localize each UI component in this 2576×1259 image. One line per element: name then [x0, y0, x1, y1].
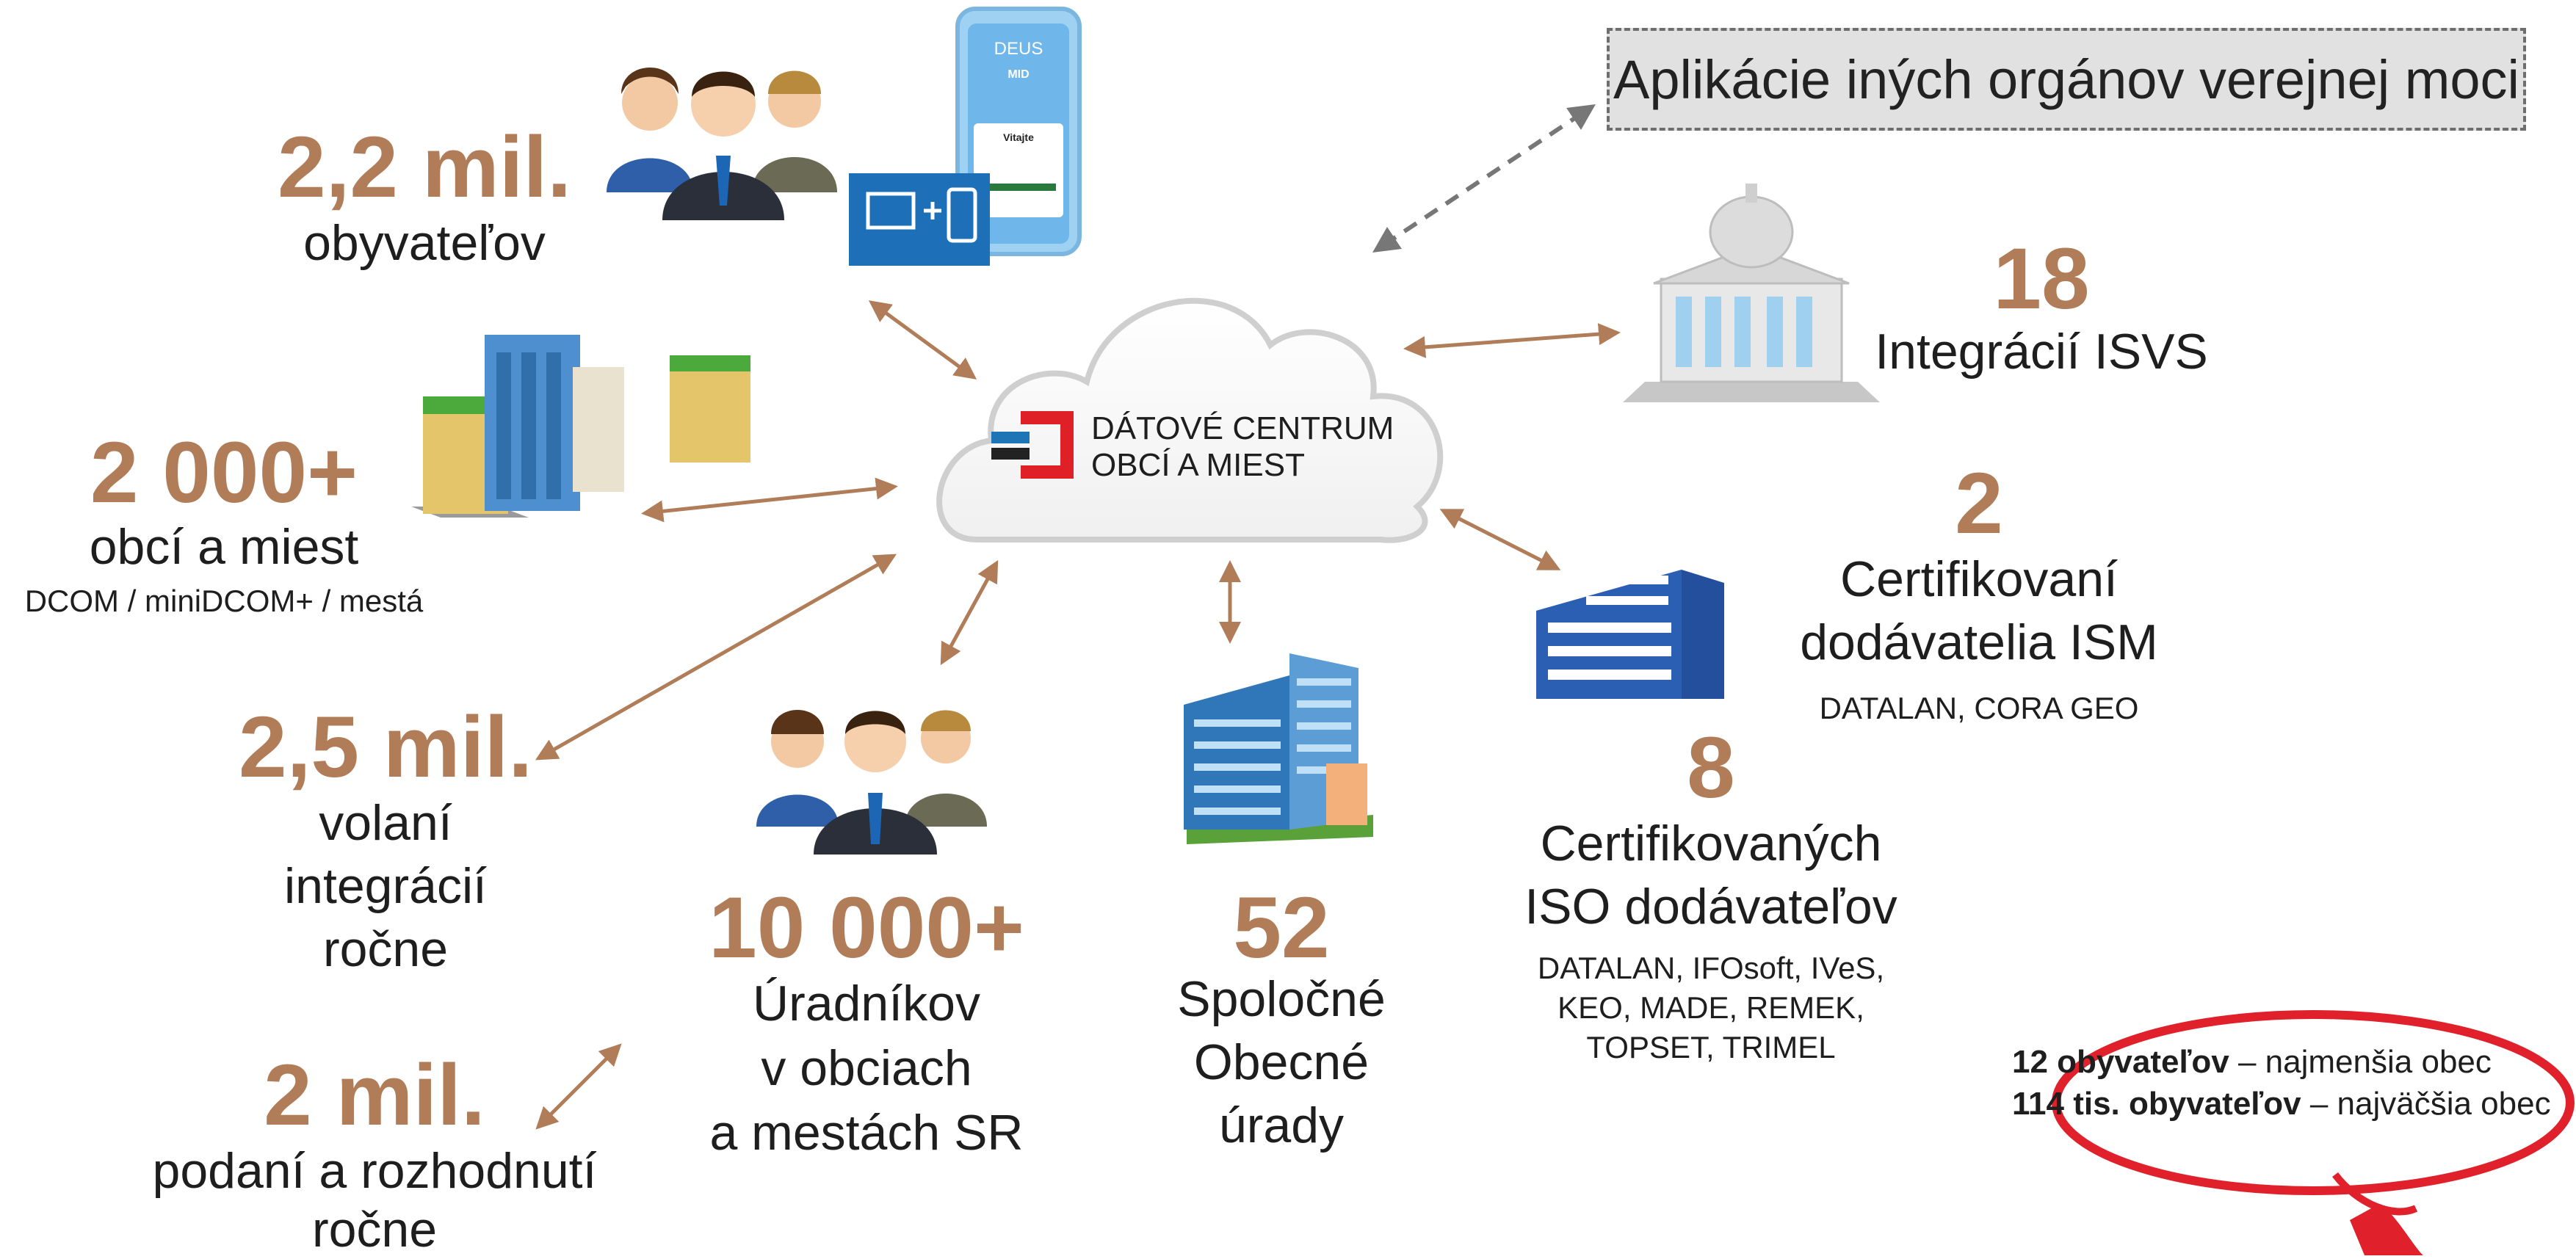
ism-suppliers-label-1: Certifikovaní [1840, 551, 2118, 607]
submissions-value: 2 mil. [264, 1047, 485, 1144]
officials-group-icon [756, 710, 987, 855]
callout-line-2: 114 tis. obyvateľov – najväčšia obec [2012, 1083, 2570, 1125]
other-apps-box: Aplikácie iných orgánov verejnej moci [1607, 28, 2526, 131]
municipalities-value: 2 000+ [90, 424, 358, 521]
submissions-label-2: ročne [311, 1202, 438, 1258]
phone-greeting: Vitajte [1003, 131, 1034, 143]
callout-highlight-circle [2052, 1010, 2575, 1255]
municipalities-label: obcí a miest [89, 519, 359, 575]
officials-value: 10 000+ [709, 879, 1024, 976]
iso-suppliers-label-2: ISO dodávateľov [1524, 879, 1897, 935]
cloud-shape [936, 297, 1444, 543]
apartment-buildings-icon [411, 335, 750, 518]
residents-label: obyvateľov [303, 215, 546, 271]
integrations-label: Integrácií ISVS [1875, 324, 2208, 380]
ism-suppliers-value: 2 [1955, 455, 2003, 552]
population-callout: 12 obyvateľov – najmenšia obec 114 tis. … [2012, 1041, 2570, 1125]
office-building-icon [1184, 653, 1373, 844]
supplier-buildings-icon [1536, 570, 1724, 699]
residents-value: 2,2 mil. [278, 119, 572, 216]
calls-label-3: ročne [322, 921, 449, 977]
phone-sub: MID [1007, 68, 1029, 81]
iso-suppliers-sub-3: TOPSET, TRIMEL [1586, 1030, 1836, 1064]
callout-largest-text: – najväčšia obec [2301, 1086, 2551, 1122]
center-title-line2: OBCÍ A MIEST [1091, 447, 1305, 483]
officials-label-2: v obciach [761, 1040, 972, 1096]
callout-smallest-bold: 12 obyvateľov [2012, 1044, 2229, 1080]
center-title-line1: DÁTOVÉ CENTRUM [1091, 410, 1394, 446]
calls-label-1: volaní [319, 795, 452, 851]
iso-suppliers-value: 8 [1687, 719, 1735, 816]
callout-largest-bold: 114 tis. obyvateľov [2012, 1086, 2301, 1122]
dashed-arrow-other-apps [1372, 104, 1596, 253]
iso-suppliers-sub-2: KEO, MADE, REMEK, [1557, 990, 1864, 1025]
officials-label-1: Úradníkov [753, 976, 980, 1031]
officials-label-3: a mestách SR [709, 1105, 1024, 1161]
callout-smallest-text: – najmenšia obec [2229, 1044, 2492, 1080]
people-group-icon [607, 68, 837, 220]
iso-suppliers-sub-1: DATALAN, IFOsoft, IVeS, [1537, 951, 1885, 985]
datove-centrum-logo-icon [991, 411, 1074, 479]
integrations-value: 18 [1993, 231, 2090, 327]
connection-arrows [535, 300, 1621, 1130]
offices-label-3: úrady [1218, 1097, 1345, 1153]
calls-label-2: integrácií [284, 858, 487, 914]
offices-value: 52 [1233, 879, 1330, 976]
ism-suppliers-sub: DATALAN, CORA GEO [1819, 691, 2139, 725]
phone-brand: DEUS [994, 39, 1043, 59]
offices-label-2: Obecné [1193, 1034, 1370, 1090]
offices-label-1: Spoločné [1177, 971, 1386, 1027]
calls-value: 2,5 mil. [238, 699, 533, 796]
municipalities-sub: DCOM / miniDCOM+ / mestá [24, 584, 424, 618]
mobile-app-icon: DEUS MID Vitajte [849, 7, 1082, 266]
government-building-icon [1623, 184, 1880, 402]
submissions-label-1: podaní a rozhodnutí [152, 1143, 597, 1199]
callout-line-1: 12 obyvateľov – najmenšia obec [2012, 1041, 2570, 1083]
ism-suppliers-label-2: dodávatelia ISM [1800, 614, 2158, 670]
iso-suppliers-label-1: Certifikovaných [1540, 816, 1882, 871]
